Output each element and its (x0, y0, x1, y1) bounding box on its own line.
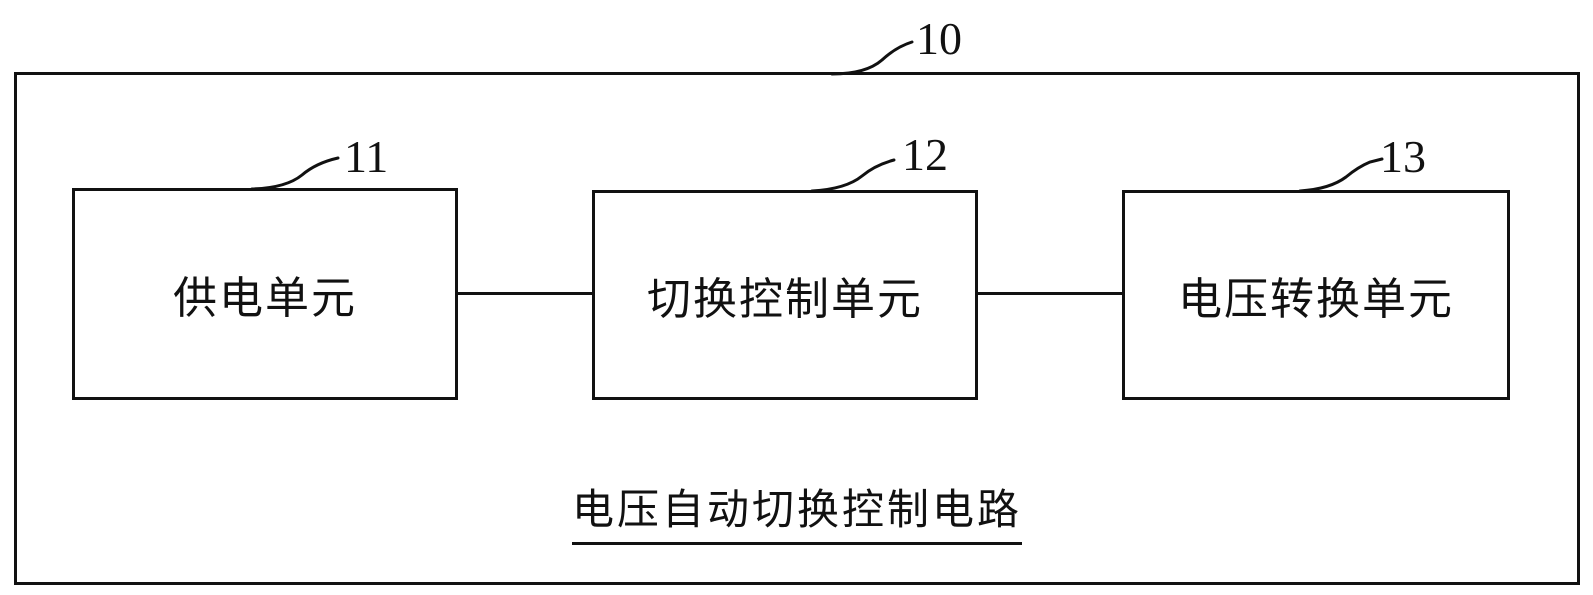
power-supply-unit-label: 供电单元 (173, 274, 357, 323)
caption-container: 电压自动切换控制电路 (14, 476, 1580, 545)
figure-caption: 电压自动切换控制电路 (571, 476, 1022, 545)
power-supply-unit-box: 供电单元 (72, 188, 458, 400)
ref-label-10: 10 (916, 13, 962, 64)
switch-control-unit-box: 切换控制单元 (592, 190, 978, 400)
ref-label-11: 11 (344, 131, 389, 182)
voltage-conversion-unit-box: 电压转换单元 (1122, 190, 1510, 400)
leader-line-10 (830, 40, 914, 76)
switch-control-unit-label: 切换控制单元 (647, 275, 923, 324)
ref-label-12: 12 (902, 129, 948, 180)
ref-label-13: 13 (1380, 131, 1426, 182)
wire-switch-to-voltage (977, 292, 1123, 295)
wire-power-to-switch (457, 292, 593, 295)
voltage-conversion-unit-label: 电压转换单元 (1178, 275, 1454, 324)
